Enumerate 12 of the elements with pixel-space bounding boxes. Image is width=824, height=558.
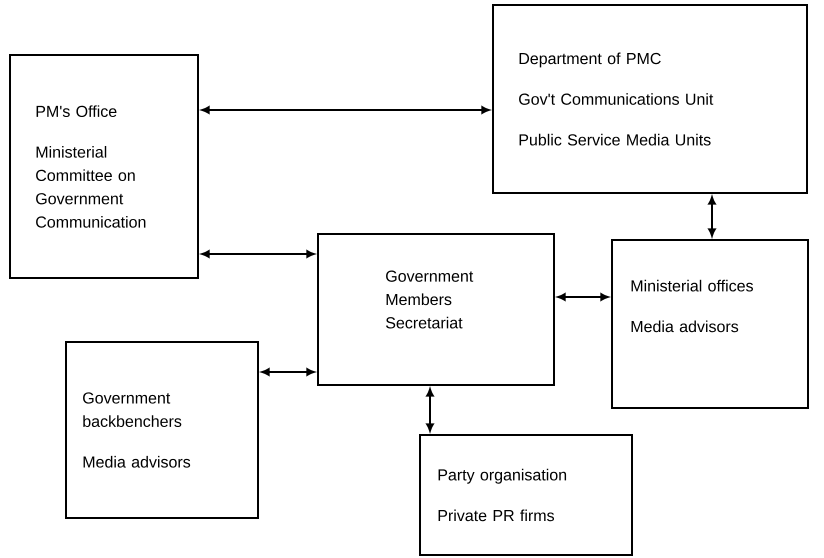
text-box: Party organisation Private PR firms: [419, 434, 633, 556]
arrow: [262, 368, 314, 376]
text-box: Department of PMC Gov't Communications Unit Public Service Media Units: [492, 4, 808, 194]
text-box: Ministerial offices Media advisors: [611, 239, 809, 409]
arrow: [202, 250, 314, 258]
arrow: [426, 388, 434, 432]
arrow: [558, 293, 608, 301]
text-box: Government Members Secretariat: [317, 233, 555, 386]
arrow: [708, 196, 716, 236]
arrow: [202, 106, 490, 114]
text-box: PM's Office Ministerial Committee on Government Communication: [9, 54, 199, 280]
text-box: Government backbenchers Media advisors: [65, 341, 259, 519]
